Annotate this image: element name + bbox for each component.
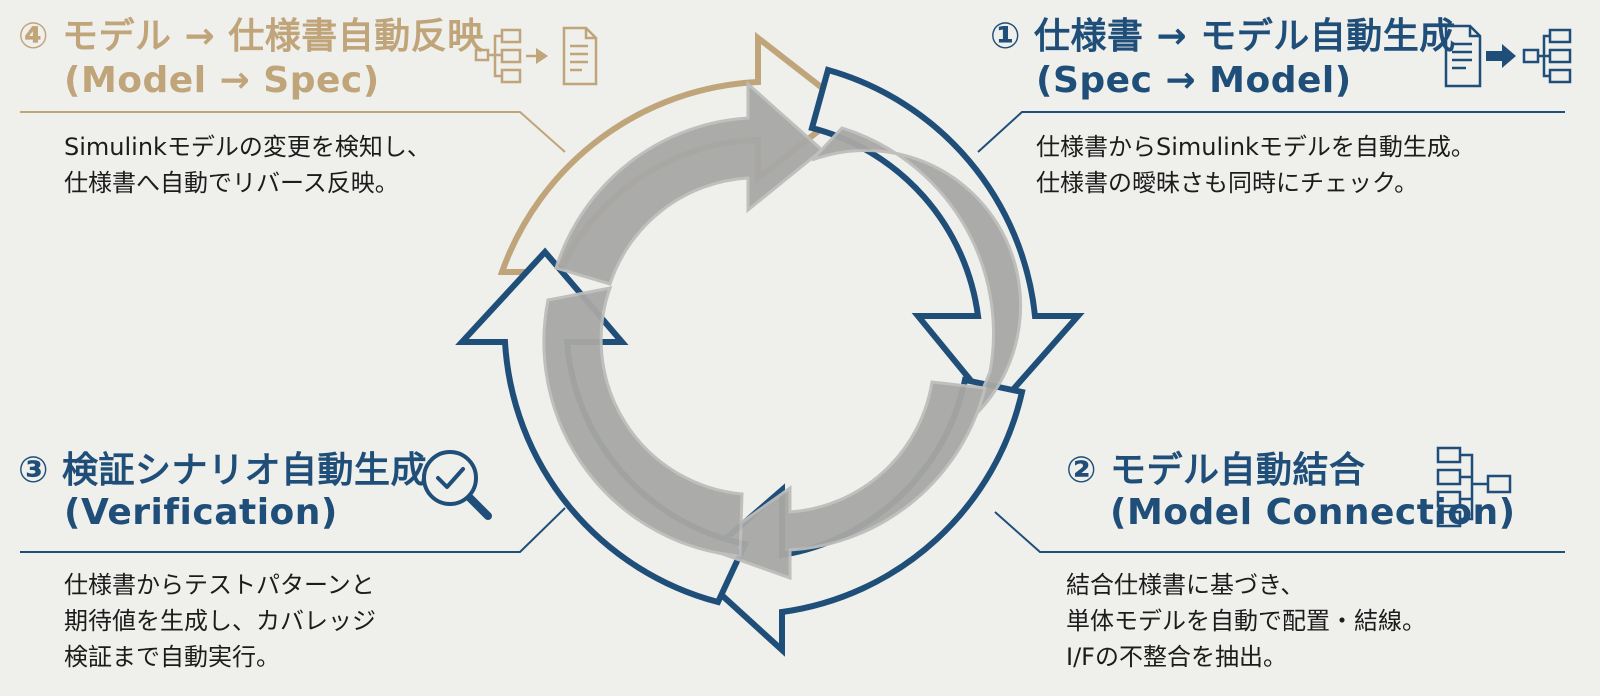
step2-desc-line3: I/Fの不整合を抽出。 — [1066, 643, 1287, 671]
step3-desc-line2: 期待値を生成し、カバレッジ — [64, 607, 376, 635]
step1-desc-line1: 仕様書からSimulinkモデルを自動生成。 — [1036, 133, 1475, 161]
step3-desc-line3: 検証まで自動実行。 — [64, 643, 280, 671]
inner-arrow-bottom — [702, 380, 987, 581]
step1-desc-line2: 仕様書の曖昧さも同時にチェック。 — [1036, 169, 1419, 197]
step1-subtitle: (Spec → Model) — [1036, 60, 1352, 101]
step2-desc-line1: 結合仕様書に基づき、 — [1066, 571, 1305, 599]
document-to-model-icon — [1444, 24, 1572, 88]
step4-title: ④ モデル → 仕様書自動反映 — [18, 16, 484, 57]
inner-arrow-left — [542, 286, 744, 558]
step4-desc-line1: Simulinkモデルの変更を検知し、 — [64, 133, 431, 161]
step2-desc-line2: 単体モデルを自動で配置・結線。 — [1066, 607, 1426, 635]
cycle-arrow-spec-to-model — [808, 66, 1085, 415]
step4-desc-line2: 仕様書へ自動でリバース反映。 — [64, 169, 399, 197]
inner-arrow-right — [810, 126, 1023, 422]
step3-subtitle: (Verification) — [64, 492, 338, 533]
step4-subtitle: (Model → Spec) — [64, 60, 380, 101]
step3-title: ③ 検証シナリオ自動生成 — [18, 450, 428, 491]
connector-line-step4 — [20, 111, 566, 153]
connector-line-step2 — [994, 511, 1565, 553]
model-to-document-icon — [474, 26, 598, 86]
magnifier-check-icon — [422, 450, 492, 520]
block-connection-icon — [1436, 446, 1512, 528]
connector-line-step3 — [20, 507, 566, 553]
step2-title: ② モデル自動結合 — [1066, 450, 1366, 491]
step1-title: ① 仕様書 → モデル自動生成 — [990, 16, 1456, 57]
inner-arrow-top — [554, 80, 825, 286]
connector-line-step1 — [977, 111, 1565, 153]
step3-desc-line1: 仕様書からテストパターンと — [64, 571, 375, 599]
